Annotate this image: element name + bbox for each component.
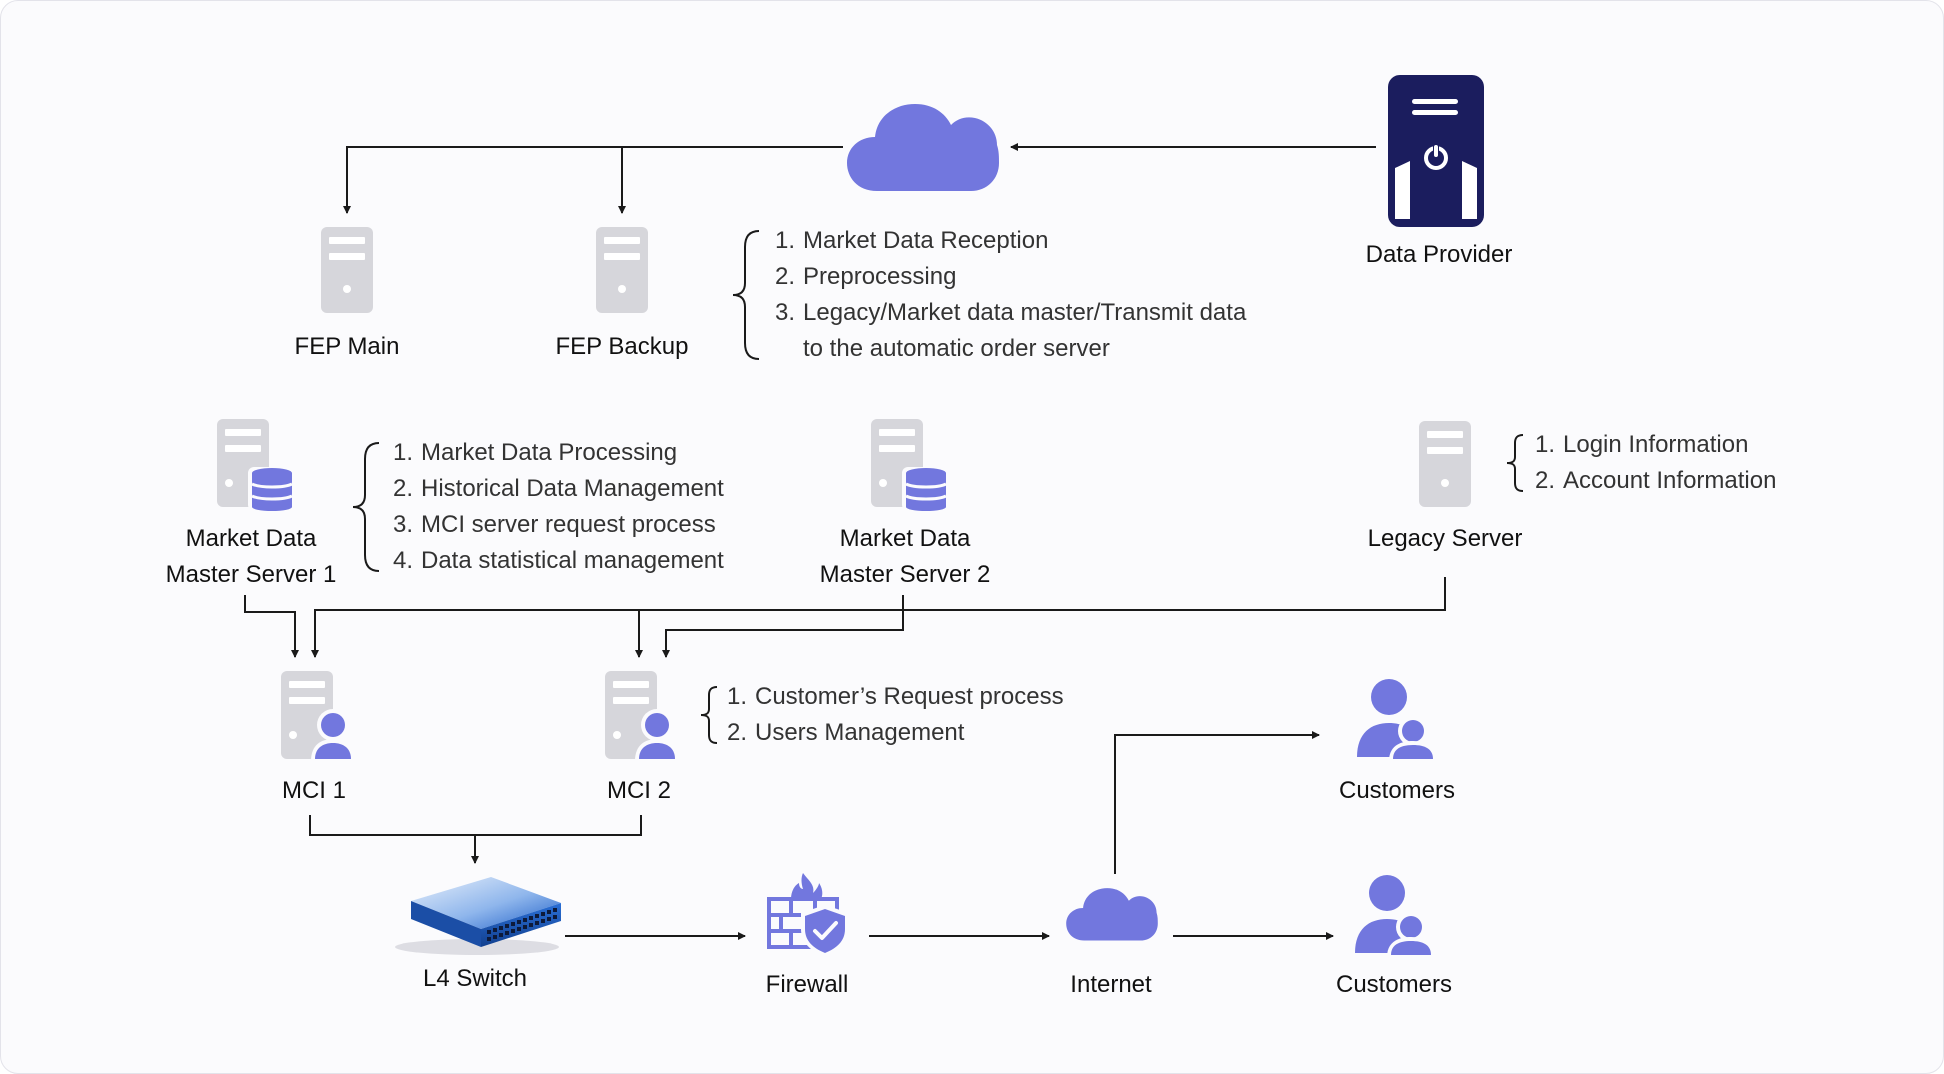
customers-top-node — [1355, 677, 1435, 763]
server-icon — [1419, 421, 1471, 507]
edge-bus-to-mci1 — [311, 577, 1446, 658]
data-provider-label: Data Provider — [1365, 241, 1513, 268]
fep-main-node — [319, 225, 375, 315]
note-item: 1.Market Data Processing — [393, 439, 678, 466]
note-item: to the automatic order server — [803, 335, 1110, 362]
mci1-node — [279, 669, 355, 761]
customers-bottom-label: Customers — [1335, 971, 1453, 998]
mci1-label: MCI 1 — [281, 777, 346, 804]
firewall-label: Firewall — [765, 971, 849, 998]
mdm-note: 1.Market Data Processing 2.Historical Da… — [393, 435, 724, 579]
internet-label: Internet — [1070, 971, 1152, 998]
firewall-shield-icon — [767, 873, 849, 957]
data-provider-node — [1386, 73, 1490, 231]
mci2-node — [603, 669, 679, 761]
server-icon — [596, 227, 648, 313]
edge-mci-to-switch — [309, 815, 642, 863]
mdm2-label-line1: Market Data — [839, 525, 971, 552]
legacy-server-node — [1417, 419, 1473, 509]
note-item: 1.Login Information — [1535, 431, 1749, 458]
customers-bottom-node — [1353, 873, 1433, 959]
top-cloud — [845, 99, 1001, 195]
legacy-note-brace — [1506, 434, 1524, 492]
cloud-icon — [1066, 888, 1158, 941]
mdm-note-brace — [352, 442, 380, 572]
database-server-icon — [217, 419, 294, 511]
fep-note: 1.Market Data Reception 2.Preprocessing … — [775, 223, 1246, 367]
users-icon — [1355, 875, 1433, 957]
l4-switch-node — [391, 873, 563, 957]
fep-backup-node — [594, 225, 650, 315]
edge-cloud-to-fep-main — [343, 146, 843, 214]
note-item: 4.Data statistical management — [393, 547, 724, 574]
mci2-label: MCI 2 — [606, 777, 671, 804]
users-icon — [1357, 679, 1435, 761]
note-item: 3.MCI server request process — [393, 511, 716, 538]
note-item: 1.Market Data Reception — [775, 227, 1049, 254]
note-item: 2.Preprocessing — [775, 263, 957, 290]
internet-node — [1065, 885, 1159, 943]
user-server-icon — [281, 671, 355, 761]
mdm1-node — [215, 417, 295, 511]
customers-top-label: Customers — [1338, 777, 1456, 804]
fep-backup-label: FEP Backup — [555, 333, 689, 360]
database-server-icon — [871, 419, 948, 511]
note-item: 2.Historical Data Management — [393, 475, 724, 502]
server-icon — [321, 227, 373, 313]
fep-note-brace — [732, 230, 760, 360]
edge-mdm1-to-mci1 — [244, 595, 299, 658]
mci-note: 1.Customer’s Request process 2.Users Man… — [727, 679, 1064, 751]
mdm2-label-line2: Master Server 2 — [819, 561, 991, 588]
mdm2-node — [869, 417, 949, 511]
mdm2-label: Market Data Master Server 2 — [785, 521, 1025, 593]
mdm1-label-line1: Market Data — [185, 525, 317, 552]
edge-mdm2-to-mci2 — [662, 595, 904, 658]
mdm1-label-line2: Master Server 1 — [165, 561, 337, 588]
note-item: 3.Legacy/Market data master/Transmit dat… — [775, 299, 1247, 326]
edge-internet-to-customers-top — [1114, 731, 1320, 874]
legacy-note: 1.Login Information 2.Account Informatio… — [1535, 427, 1776, 499]
legacy-server-label: Legacy Server — [1367, 525, 1523, 552]
mci-note-brace — [700, 686, 718, 744]
mdm1-label: Market Data Master Server 1 — [131, 521, 371, 593]
data-provider-server-icon — [1388, 75, 1484, 227]
cloud-icon — [847, 104, 999, 191]
fep-main-label: FEP Main — [294, 333, 400, 360]
note-item: 2.Users Management — [727, 719, 965, 746]
firewall-node — [765, 871, 851, 957]
note-item: 2.Account Information — [1535, 467, 1777, 494]
user-server-icon — [605, 671, 679, 761]
l4-switch-label: L4 Switch — [422, 965, 528, 992]
note-item: 1.Customer’s Request process — [727, 683, 1064, 710]
network-switch-icon — [395, 877, 561, 955]
